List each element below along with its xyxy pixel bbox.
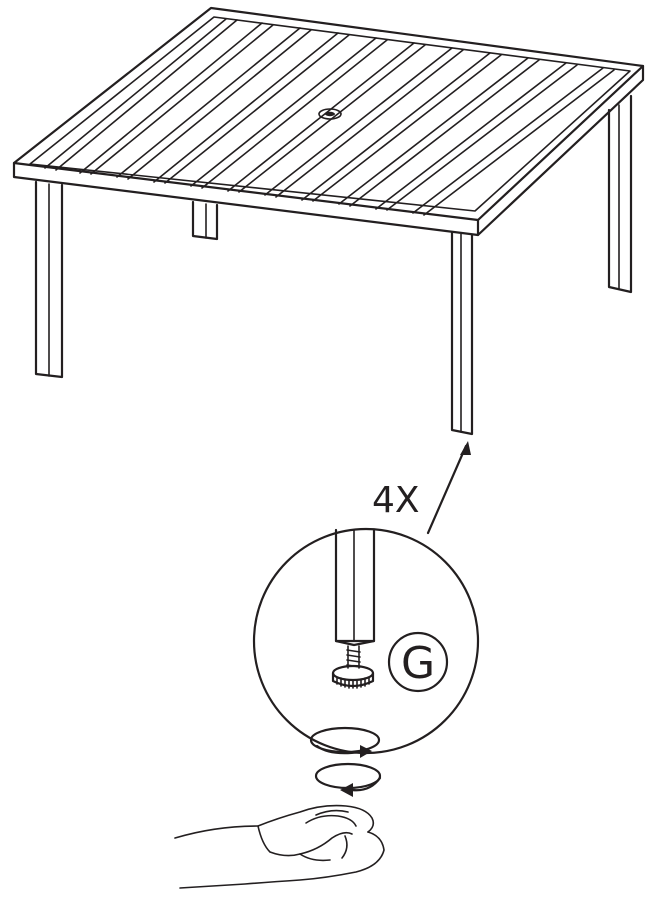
detail-view: G — [252, 527, 480, 755]
adjustable-foot-leveler-icon — [331, 645, 375, 689]
rotate-arrows-icon — [309, 726, 382, 797]
quantity-label: 4X — [372, 480, 420, 521]
patio-table-icon — [12, 6, 645, 436]
hand-icon — [174, 804, 385, 889]
part-label: G — [401, 638, 435, 689]
callout-leader — [426, 441, 471, 535]
